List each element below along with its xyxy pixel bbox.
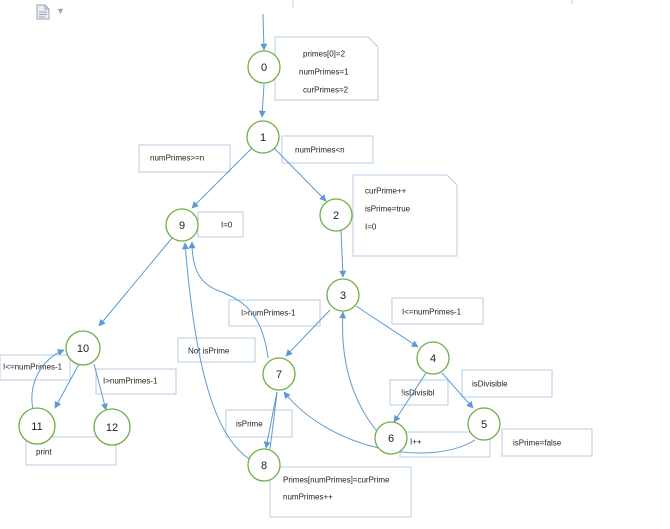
edge-1-2 xyxy=(273,147,327,202)
box-line: isPrime xyxy=(236,420,263,429)
node-4[interactable]: 4 xyxy=(416,341,450,375)
edge-8-9 xyxy=(182,242,252,461)
edge-7-8 xyxy=(263,391,278,449)
toolbar-strip: ▼ xyxy=(0,0,670,26)
box-line: I++ xyxy=(410,438,422,447)
node-label: 0 xyxy=(261,62,267,74)
box-line: numPrimes<n xyxy=(295,146,345,155)
box-i-zero: I=0 xyxy=(197,211,244,238)
node-label: 11 xyxy=(31,421,42,433)
edge-1-9 xyxy=(191,147,253,209)
node-label: 4 xyxy=(430,353,436,365)
node-label: 1 xyxy=(260,132,266,144)
edge-11-10 xyxy=(31,349,65,411)
box-line: I>numPrimes-1 xyxy=(241,309,296,318)
box-isprime-false: isPrime=false xyxy=(501,428,593,457)
edge-3-7 xyxy=(285,309,331,357)
node-3[interactable]: 3 xyxy=(326,278,360,312)
box-line: Not isPrime xyxy=(188,347,230,356)
box-line: numPrimes=1 xyxy=(299,68,349,77)
box-line: primes[0]=2 xyxy=(303,50,346,59)
node-label: 6 xyxy=(388,433,394,445)
box-isprime: isPrime xyxy=(225,409,293,438)
box-i-gt-numprimes-lower: I>numPrimes-1 xyxy=(95,368,177,395)
node-8[interactable]: 8 xyxy=(247,448,281,482)
node-2[interactable]: 2 xyxy=(319,198,353,232)
box-numprimes-lt-n: numPrimes<n xyxy=(281,135,374,164)
box-i-le-numprimes-left: I<=numPrimes-1 xyxy=(0,354,71,381)
box-store-prime: Primes[numPrimes]=curPrime numPrimes++ xyxy=(269,466,412,518)
node-label: 5 xyxy=(481,419,487,431)
edge-4-5 xyxy=(441,372,474,409)
box-line: curPrime++ xyxy=(365,187,407,196)
box-line: numPrimes++ xyxy=(283,493,333,502)
box-curprime-increment: curPrime++ isPrime=true I=0 xyxy=(352,174,458,257)
box-line: !isDivisibl xyxy=(401,389,435,398)
edge-6-3 xyxy=(339,311,377,431)
node-label: 7 xyxy=(276,369,282,381)
node-5[interactable]: 5 xyxy=(467,407,501,441)
chevron-down-icon[interactable]: ▼ xyxy=(56,6,65,16)
edge-10-11 xyxy=(54,363,80,409)
node-label: 3 xyxy=(340,290,346,302)
edge-8-7 xyxy=(269,392,278,450)
node-7[interactable]: 7 xyxy=(262,357,296,391)
edge-10-12 xyxy=(93,363,108,411)
node-label: 9 xyxy=(179,220,185,232)
node-label: 2 xyxy=(333,210,339,222)
edge-entry-0 xyxy=(260,13,268,51)
box-line: Primes[numPrimes]=curPrime xyxy=(283,476,390,485)
box-line: isPrime=false xyxy=(513,439,562,448)
box-line: curPrimes=2 xyxy=(303,86,349,95)
document-icon[interactable] xyxy=(36,4,50,25)
edges xyxy=(31,13,476,461)
node-0[interactable]: 0 xyxy=(247,50,281,84)
node-11[interactable]: 11 xyxy=(18,407,56,445)
edge-3-4 xyxy=(355,305,419,348)
node-label: 8 xyxy=(261,460,267,472)
edge-7-9 xyxy=(188,241,269,359)
box-initialization: primes[0]=2 numPrimes=1 curPrimes=2 xyxy=(274,36,379,101)
edge-0-1 xyxy=(258,83,266,118)
node-10[interactable]: 10 xyxy=(65,330,101,366)
box-numprimes-ge-n: numPrimes>=n xyxy=(138,144,231,173)
box-line: I<=numPrimes-1 xyxy=(3,363,63,372)
edge-4-6 xyxy=(393,372,427,423)
node-9[interactable]: 9 xyxy=(165,208,199,242)
node-1[interactable]: 1 xyxy=(246,120,280,154)
box-line: numPrimes>=n xyxy=(150,154,204,163)
edge-9-10 xyxy=(98,237,173,327)
box-isdivisible: isDivisible xyxy=(461,369,553,398)
box-line: print xyxy=(36,448,52,457)
node-12[interactable]: 12 xyxy=(93,408,131,446)
box-not-isprime: Not isPrime xyxy=(177,337,256,363)
box-i-le-numprimes-right: I<=numPrimes-1 xyxy=(391,297,484,325)
box-line: I>numPrimes-1 xyxy=(103,377,158,386)
box-line: isDivisible xyxy=(472,380,508,389)
node-label: 10 xyxy=(77,343,89,355)
edge-2-3 xyxy=(339,229,347,278)
box-i-gt-numprimes-upper: I>numPrimes-1 xyxy=(228,299,321,327)
node-label: 12 xyxy=(106,422,118,434)
box-line: I<=numPrimes-1 xyxy=(402,308,462,317)
node-6[interactable]: 6 xyxy=(374,421,408,455)
box-line: I=0 xyxy=(221,221,233,230)
nodes: 0 1 2 3 4 5 6 7 xyxy=(18,50,501,482)
box-line: isPrime=true xyxy=(365,205,411,214)
box-line: I=0 xyxy=(365,223,377,232)
